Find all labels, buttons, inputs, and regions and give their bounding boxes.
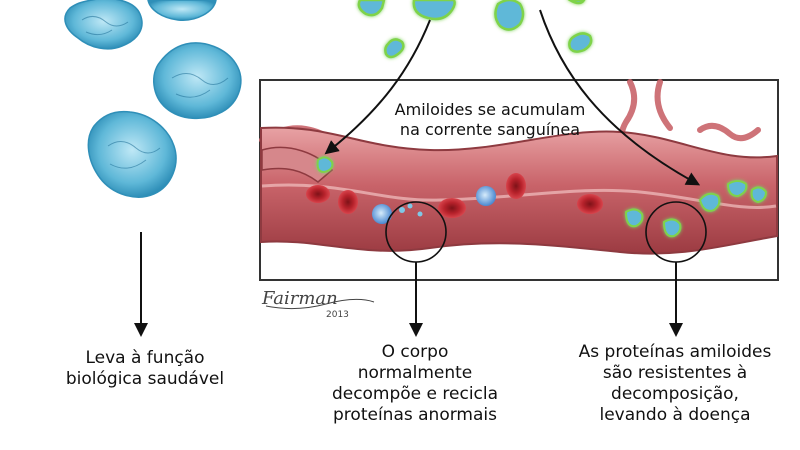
- amyloid-aggregate-icon: [384, 38, 405, 59]
- red-blood-cell-icon: [306, 185, 330, 203]
- red-blood-cell-icon: [577, 194, 603, 214]
- arrow-icon: [539, 9, 701, 186]
- amyloid-aggregate-icon: [567, 0, 586, 5]
- vessel-label: Amiloides se acumulam na corrente sanguí…: [360, 100, 620, 140]
- caption-line: proteínas anormais: [333, 405, 497, 425]
- red-blood-cell-icon: [438, 198, 466, 218]
- folded-protein-icon: [87, 110, 177, 198]
- amyloid-aggregate-icon: [698, 192, 721, 212]
- amyloid-aggregate-icon: [750, 186, 768, 204]
- caption-line: Leva à função: [85, 348, 205, 368]
- caption-body-recycles: O corpo normalmente decompõe e recicla p…: [300, 342, 530, 426]
- caption-line: O corpo: [381, 342, 449, 362]
- folded-protein-icon: [153, 42, 242, 120]
- amyloid-aggregate-icon: [494, 0, 525, 31]
- red-blood-cell-icon: [506, 173, 526, 199]
- healthy-proteins-group: [64, 0, 242, 198]
- caption-line: decomposição,: [611, 384, 739, 404]
- caption-line: decompõe e recicla: [331, 384, 499, 404]
- caption-line: biológica saudável: [65, 369, 225, 389]
- artist-signature: Fairman: [262, 288, 338, 309]
- amyloid-aggregate-icon: [316, 156, 334, 174]
- amyloid-aggregate-icon: [568, 32, 593, 53]
- caption-line: são resistentes à: [602, 363, 748, 383]
- artist-signature-year: 2013: [326, 310, 349, 320]
- caption-line: normalmente: [357, 363, 473, 383]
- vessel-amyloids: [316, 156, 768, 238]
- amyloid-aggregate-icon: [726, 180, 748, 198]
- amyloid-aggregate-icon: [662, 218, 682, 238]
- signature-flourish: [265, 298, 375, 310]
- white-blood-cell-icon: [476, 186, 496, 206]
- caption-line: As proteínas amiloides: [578, 342, 772, 362]
- arrow-icon: [324, 19, 431, 155]
- amyloid-aggregates-group: [357, 0, 593, 59]
- vessel-label-line: Amiloides se acumulam: [394, 100, 586, 119]
- red-blood-cell-icon: [338, 190, 358, 214]
- folded-protein-icon: [147, 0, 217, 21]
- amyloid-aggregate-icon: [412, 0, 456, 21]
- vessel-label-line: na corrente sanguínea: [399, 120, 581, 139]
- caption-amyloid-resistant: As proteínas amiloides são resistentes à…: [555, 342, 795, 426]
- red-blood-cells: [306, 173, 603, 218]
- white-blood-cells: [372, 186, 496, 224]
- caption-healthy-function: Leva à função biológica saudável: [40, 348, 250, 390]
- white-blood-cell-icon: [372, 204, 392, 224]
- amyloid-aggregate-icon: [624, 208, 644, 228]
- amyloid-aggregate-icon: [357, 0, 386, 17]
- caption-line: levando à doença: [599, 405, 751, 425]
- folded-protein-icon: [64, 0, 143, 50]
